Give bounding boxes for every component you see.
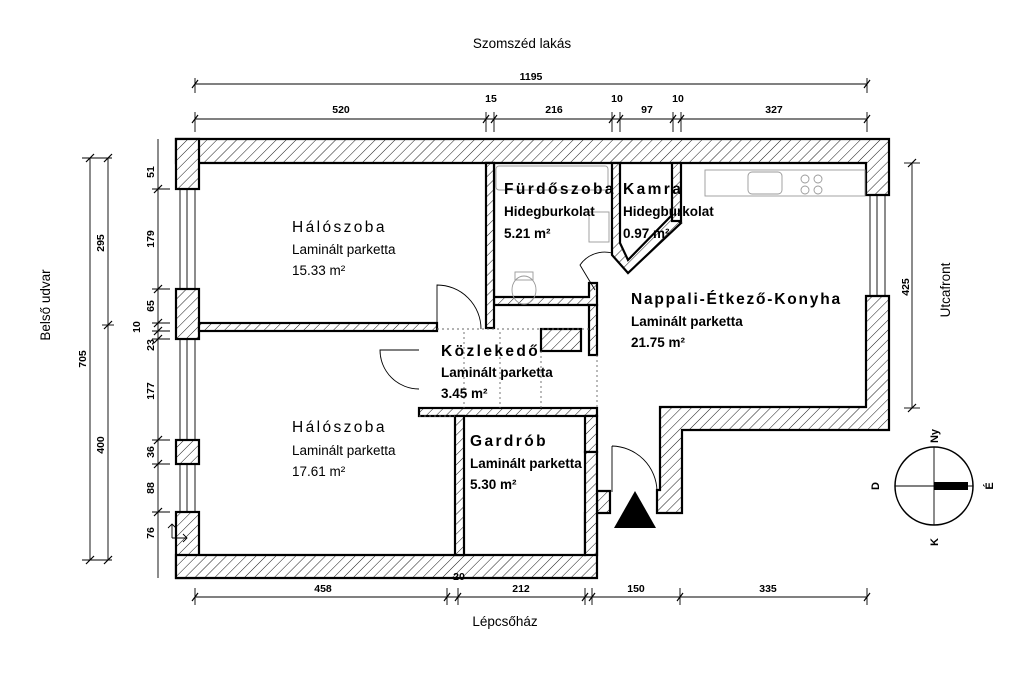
room-area: 15.33 m² [292,263,346,278]
compass-needle [934,482,968,490]
room-bedroom-1: Hálószoba Laminált parketta 15.33 m² [292,219,396,278]
room-wardrobe: Gardrób Laminált parketta 5.30 m² [470,433,582,492]
dim-left-inner-4: 23 [145,339,157,351]
dim-left-inner-6: 36 [145,446,157,458]
openings [419,328,598,417]
dim-left-inner-8: 76 [145,527,157,539]
dim-left-inner-0: 51 [145,166,157,178]
room-area: 17.61 m² [292,464,346,479]
dim-left-inner-7: 88 [145,482,157,494]
dim-left-inner-3: 10 [131,321,143,333]
dim-top-4: 97 [641,104,653,116]
walls [174,137,891,580]
room-floor: Laminált parketta [470,456,582,471]
room-floor: Laminált parketta [441,365,553,380]
compass: Ny É K D [870,428,996,546]
compass-south: K [929,538,941,546]
room-name: Hálószoba [292,419,387,436]
dim-top-2: 216 [545,104,563,116]
compass-north: Ny [929,428,941,443]
left-dimensions: 705 295 400 51 179 65 10 23 177 36 88 [77,139,170,578]
room-floor: Laminált parketta [631,314,743,329]
room-name: Kamra [623,181,683,198]
room-floor: Hidegburkolat [504,204,595,219]
dim-left-total: 705 [77,350,89,368]
dim-bottom-2: 212 [512,583,530,595]
dim-left-inner-5: 177 [145,382,157,400]
right-dimensions: 425 [900,158,920,413]
left-windows [179,188,886,513]
fixtures [495,165,866,305]
room-floor: Hidegburkolat [623,204,714,219]
dim-top-5: 10 [672,93,684,105]
doors [379,251,658,492]
compass-east: É [983,482,996,489]
dim-bottom-0: 458 [314,583,332,595]
dim-bottom-3: 150 [627,583,645,595]
room-living-kitchen: Nappali-Étkező-Konyha Laminált parketta … [631,291,842,350]
room-area: 21.75 m² [631,335,686,350]
room-name: Hálószoba [292,219,387,236]
top-dimensions: 1195 520 15 216 10 97 10 327 [191,71,871,132]
dim-top-6: 327 [765,104,783,116]
compass-west: D [870,482,882,490]
label-bottom-stairs: Lépcsőház [472,614,538,629]
room-floor: Laminált parketta [292,443,396,458]
dim-left-mid-1: 400 [95,436,107,454]
label-right-street: Utcafront [938,262,953,317]
room-name: Fürdőszoba [504,181,616,198]
room-bedroom-2: Hálószoba Laminált parketta 17.61 m² [292,419,396,479]
room-bathroom: Fürdőszoba Hidegburkolat 5.21 m² [504,181,616,241]
room-area: 3.45 m² [441,386,488,401]
label-top-neighbor: Szomszéd lakás [473,36,572,51]
dim-left-inner-1: 179 [145,230,157,248]
dim-bottom-1: 20 [453,571,465,583]
bottom-dimensions: 458 20 212 150 335 [191,571,871,605]
room-area: 0.97 m² [623,226,670,241]
dim-top-3: 10 [611,93,623,105]
dim-right-0: 425 [900,278,912,296]
room-corridor: Közlekedő Laminált parketta 3.45 m² [441,343,553,401]
room-area: 5.30 m² [470,477,517,492]
dim-left-inner-2: 65 [145,300,157,312]
room-pantry: Kamra Hidegburkolat 0.97 m² [623,181,714,241]
dim-bottom-4: 335 [759,583,777,595]
dim-top-1: 15 [485,93,497,105]
entrance-marker [614,491,656,528]
dim-top-total: 1195 [520,71,543,83]
label-left-courtyard: Belső udvar [38,269,53,341]
dim-top-0: 520 [332,104,350,116]
room-floor: Laminált parketta [292,242,396,257]
room-name: Közlekedő [441,343,540,360]
corner-symbol [167,523,188,543]
dim-left-mid-0: 295 [95,234,107,252]
room-name: Nappali-Étkező-Konyha [631,291,842,308]
room-name: Gardrób [470,433,548,450]
room-area: 5.21 m² [504,226,551,241]
